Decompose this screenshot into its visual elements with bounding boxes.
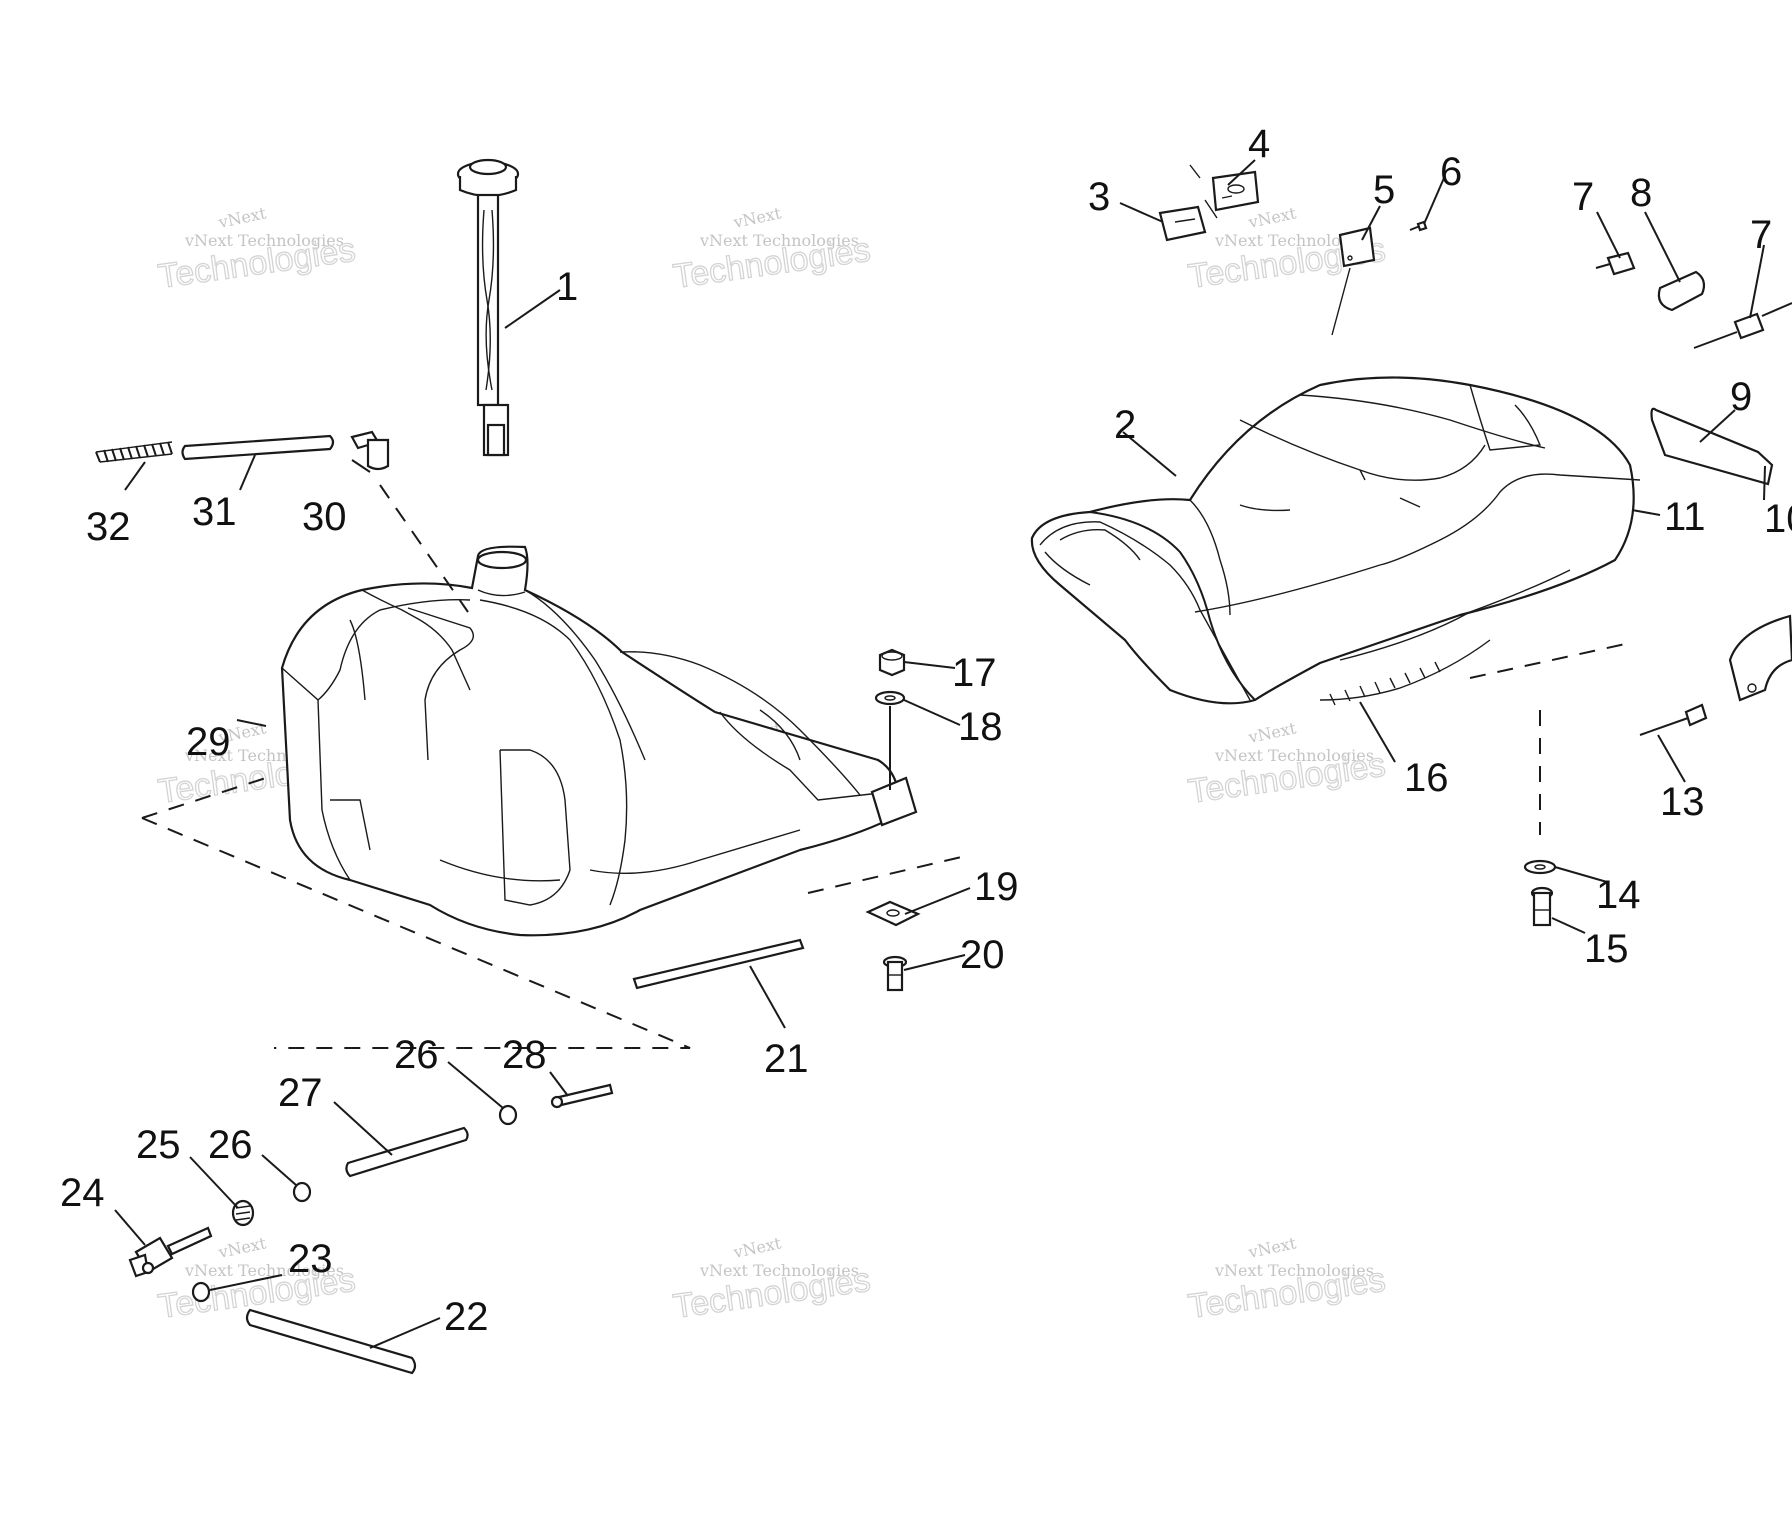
watermark-line2: vNext Technologies [1214,231,1374,250]
watermark-line1: vNext [731,1233,783,1262]
callout-9: 9 [1730,375,1752,419]
dashed-guide [807,854,971,894]
watermark: vNext vNext Technologies Technologies [1185,718,1388,811]
nut-part [878,648,906,677]
callout-6: 6 [1440,150,1462,194]
watermark: vNext vNext Technologies Technologies [1185,1233,1388,1326]
callout-30: 30 [302,495,347,539]
callout-27: 27 [278,1071,323,1115]
callout-20: 20 [960,933,1005,977]
callout-19: 19 [974,865,1019,909]
watermark: vNext vNext Technologies Technologies [670,203,873,296]
callout-11: 11 [1664,495,1706,539]
vent-valve-part [350,430,390,471]
fuel-line-part [345,1126,469,1178]
callout-31: 31 [192,490,237,534]
callout-25: 25 [136,1123,181,1167]
fitting-part [550,1083,614,1109]
plate-part [1338,226,1376,268]
bracket-part [1158,205,1207,242]
fuel-valve-part [128,1226,213,1278]
watermark-line2: vNext Technologies [1214,746,1374,765]
callout-labels: 1 2 3 4 5 6 7 7 8 9 10 11 13 14 15 16 17… [60,122,1792,1339]
leader-lines [114,159,1766,1349]
clamp-part [292,1181,312,1203]
bumper-part [1657,270,1706,312]
washer-part [1523,859,1557,875]
bumper-part [1693,302,1792,349]
watermark: vNext vNext Technologies Technologies [670,1233,873,1326]
fuel-sender-part [456,158,520,457]
dashed-guide [141,774,276,819]
clip-part [1728,614,1792,702]
watermark-line2: vNext Technologies [699,1261,859,1280]
callout-14: 14 [1596,873,1641,917]
callout-13: 13 [1660,780,1705,824]
callout-24: 24 [60,1171,105,1215]
watermark: vNext vNext Technologies Technologies [155,203,358,296]
callout-26a: 26 [208,1123,253,1167]
callout-29: 29 [186,720,231,764]
callout-10: 10 [1764,497,1792,541]
guide-line [1189,164,1201,179]
watermark-line1: vNext [216,203,268,232]
dashed-guide [141,817,691,1049]
pad-part [1650,407,1774,486]
clamp-part [191,1281,211,1303]
callout-32: 32 [86,505,131,549]
callout-23: 23 [288,1237,333,1281]
callout-28: 28 [502,1033,547,1077]
washer-part [874,690,906,706]
watermark-line2: vNext Technologies [184,1261,344,1280]
dashed-guide [1469,642,1631,679]
callout-7b: 7 [1750,213,1772,257]
callout-18: 18 [958,705,1003,749]
vent-hose-part [181,434,335,461]
callout-21: 21 [764,1037,809,1081]
callout-1: 1 [556,265,578,309]
watermark-line1: vNext [216,1233,268,1262]
clamp-part [498,1104,518,1126]
callout-3: 3 [1088,175,1110,219]
strip-part [632,938,805,990]
watermark-line1: vNext [1246,1233,1298,1262]
callout-22: 22 [444,1295,489,1339]
watermark-line1: vNext [731,203,783,232]
watermark-line2: vNext Technologies [184,231,344,250]
watermark-line2: vNext Technologies [1214,1261,1374,1280]
callout-15: 15 [1584,927,1629,971]
callout-7a: 7 [1572,175,1594,219]
guide-line [1331,267,1351,336]
callout-2: 2 [1114,403,1136,447]
guide-line [1204,199,1218,219]
watermark-line1: vNext [1246,203,1298,232]
latch-plate-part [1211,170,1260,212]
pad-part [865,900,921,927]
callout-5: 5 [1373,168,1395,212]
bumper-part [1595,251,1636,276]
pin-part [1639,703,1708,736]
fuel-tank-part [280,545,918,937]
callout-16: 16 [1404,756,1449,800]
callout-17: 17 [952,651,997,695]
watermark-line2: vNext Technologies [699,231,859,250]
fuel-line-part [245,1308,417,1375]
callout-8: 8 [1630,171,1652,215]
bolt-part [1530,886,1554,927]
watermark-line1: vNext [1246,718,1298,747]
seat-part [1030,376,1641,706]
spring-part [95,441,173,463]
callout-4: 4 [1248,122,1270,166]
bolt-part [882,955,908,992]
callout-26b: 26 [394,1033,439,1077]
